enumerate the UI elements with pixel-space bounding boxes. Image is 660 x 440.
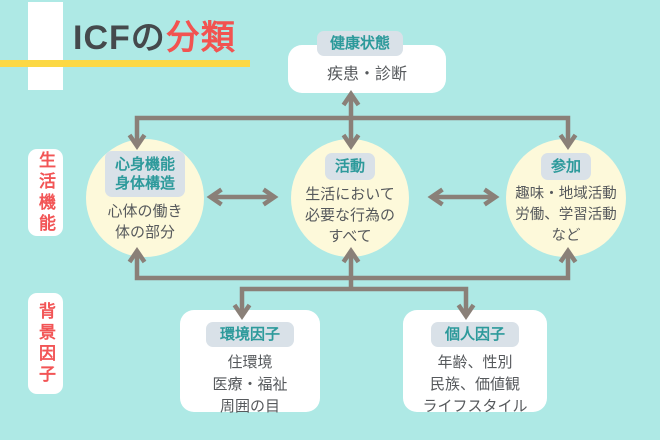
- environment-factor-text: 住環境: [227, 354, 273, 371]
- title-underline: [0, 60, 250, 67]
- circle-participation-text: 労働、学習活動: [515, 207, 617, 223]
- environment-factor-text: 医療・福祉: [212, 376, 288, 393]
- badge-line: 活動: [334, 158, 365, 175]
- circle-activity-badge: 活動: [324, 153, 375, 180]
- circle-participation: 参加 趣味・地域活動 労働、学習活動 など: [506, 139, 626, 257]
- badge-line: 参加: [550, 158, 581, 175]
- health-status-badge: 健康状態: [317, 31, 404, 56]
- health-status-text: 疾患・診断: [326, 66, 407, 83]
- environment-factor-box: 環境因子 住環境 医療・福祉 周囲の目: [180, 310, 320, 415]
- badge-line: 身体構造: [114, 175, 175, 192]
- circle-participation-text: など: [551, 228, 581, 244]
- personal-factor-text: 年齢、性別: [437, 354, 513, 371]
- environment-factor-badge: 環境因子: [205, 322, 294, 347]
- title-accent-bar: [28, 2, 63, 90]
- arrow-activity-participation: [427, 187, 500, 207]
- side-label-background-factor: 背景因子: [28, 293, 63, 394]
- side-label-life-function: 生活機能: [28, 149, 63, 236]
- circle-activity: 活動 生活において 必要な行為の すべて: [291, 139, 409, 257]
- personal-factor-badge: 個人因子: [430, 322, 519, 347]
- personal-factor-text: ライフスタイル: [422, 398, 528, 415]
- circle-activity-text: 生活において: [305, 186, 395, 203]
- arrow-body-activity: [206, 187, 279, 207]
- title-prefix: ICFの: [73, 19, 166, 57]
- title-highlight: 分類: [165, 19, 236, 57]
- badge-line: 心身機能: [114, 156, 175, 173]
- circle-body-function-text: 体の部分: [114, 224, 175, 241]
- circle-body-function-text: 心体の働き: [107, 203, 183, 220]
- circle-activity-text: 必要な行為の: [304, 207, 395, 224]
- circle-body-function: 心身機能 身体構造 心体の働き 体の部分: [86, 139, 204, 257]
- environment-factor-text: 周囲の目: [219, 398, 280, 415]
- page-title: ICFの分類: [73, 10, 236, 59]
- circle-participation-text: 趣味・地域活動: [515, 186, 617, 202]
- circle-body-function-badge: 心身機能 身体構造: [104, 151, 185, 197]
- circle-activity-text: すべて: [328, 228, 372, 245]
- personal-factor-text: 民族、価値観: [429, 376, 520, 393]
- personal-factor-box: 個人因子 年齢、性別 民族、価値観 ライフスタイル: [403, 310, 547, 415]
- circle-participation-badge: 参加: [540, 153, 591, 180]
